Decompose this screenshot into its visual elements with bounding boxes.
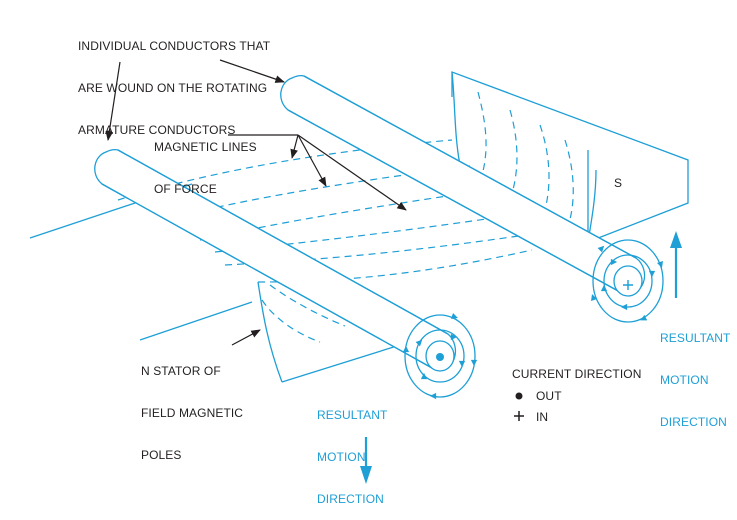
s-pole-label: S (614, 176, 623, 190)
callout-leaders (105, 59, 407, 346)
current-out-symbol (436, 353, 444, 361)
legend-title: CURRENT DIRECTION (512, 367, 642, 381)
legend-in-plus-icon (514, 411, 524, 421)
lines-of-force-label: MAGNETIC LINES OF FORCE (154, 140, 257, 196)
n-stator-label: N STATOR OF FIELD MAGNETIC POLES (141, 364, 244, 462)
legend-out-label: OUT (536, 389, 562, 403)
current-in-symbol (623, 280, 633, 290)
field-rings-rear-conductor (591, 239, 664, 323)
resultant-motion-right-label: RESULTANT MOTION DIRECTION (660, 331, 731, 429)
armature-diagram (29, 59, 689, 484)
conductors-callout-label: INDIVIDUAL CONDUCTORS THAT ARE WOUND ON … (78, 39, 271, 137)
field-rings-front-conductor (402, 313, 478, 400)
armature-conductor-front (94, 148, 457, 372)
legend-out-dot-icon (515, 392, 523, 400)
resultant-motion-bottom-label: RESULTANT MOTION DIRECTION (317, 408, 388, 506)
motion-arrow-down (360, 437, 372, 484)
armature-conductor-rear (280, 74, 646, 297)
legend-in-label: IN (536, 410, 549, 424)
motion-arrow-up (670, 231, 682, 298)
